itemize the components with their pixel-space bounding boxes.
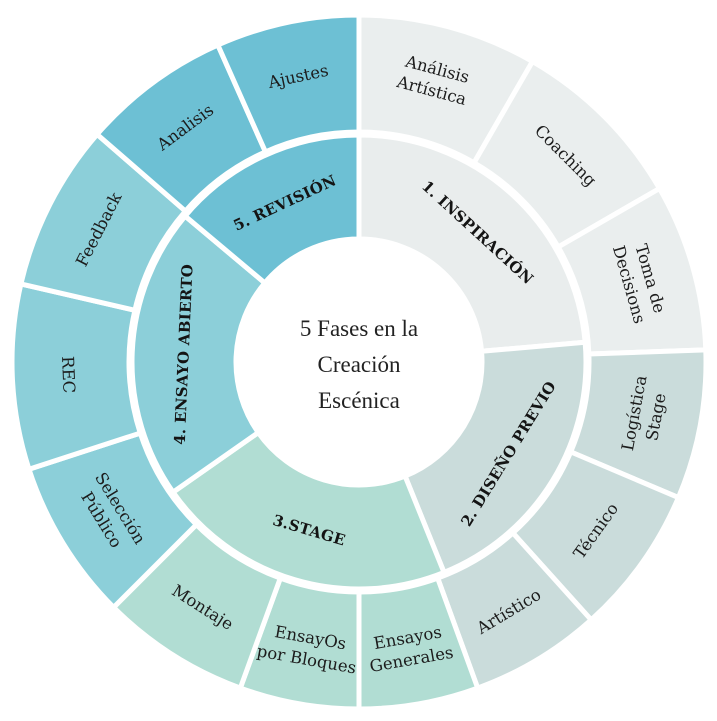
- phase-segment-4: [129, 213, 268, 495]
- center-hub: [236, 239, 482, 485]
- sub-label-4-2: REC: [58, 356, 79, 394]
- sub-segment-5-2: [215, 12, 362, 155]
